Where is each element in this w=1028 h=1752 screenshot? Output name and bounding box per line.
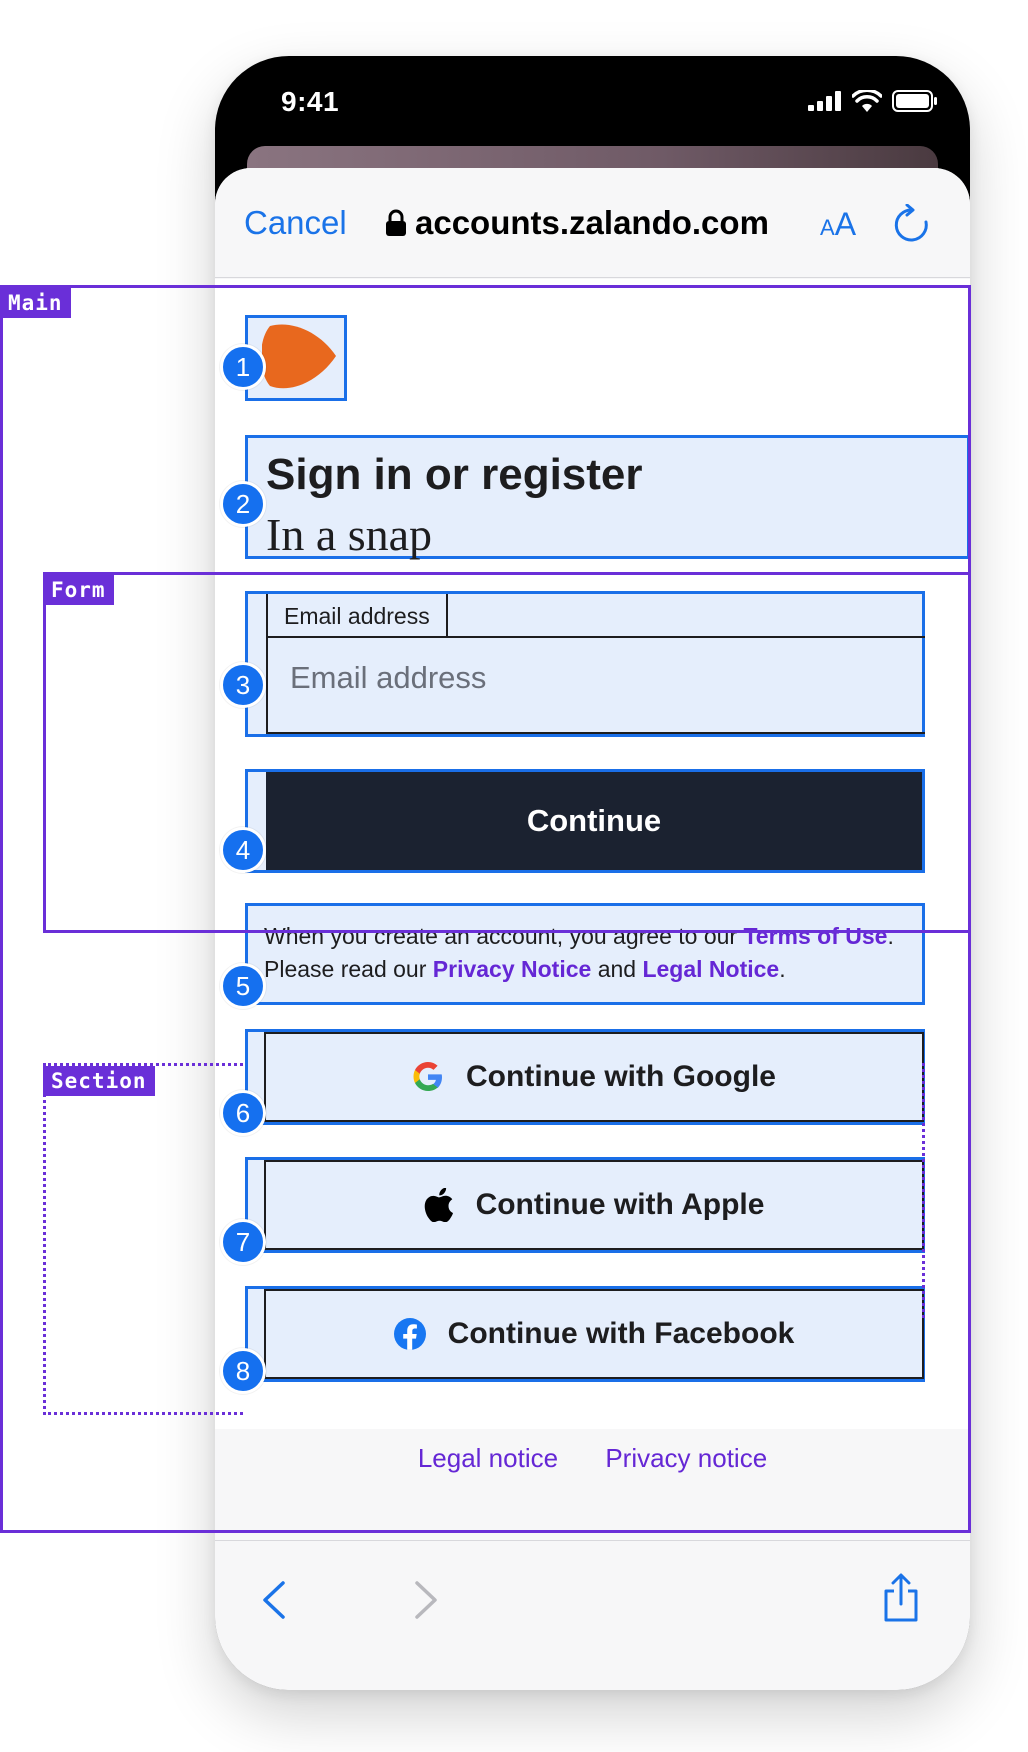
status-time: 9:41 (281, 86, 340, 117)
browser-toolbar (215, 1540, 970, 1690)
section-frame-right (922, 1063, 925, 1318)
forward-icon[interactable] (411, 1579, 441, 1621)
legal-notice-link[interactable]: Legal Notice (642, 956, 780, 982)
browser-sheet: Cancel accounts.zalando.com AA (215, 168, 970, 1690)
status-icons (808, 90, 938, 112)
wifi-icon (852, 90, 882, 112)
page-title: Sign in or register (266, 450, 643, 499)
badge-2: 2 (220, 481, 266, 527)
badge-1: 1 (220, 344, 266, 390)
page-content: Sign in or register In a snap Email addr… (215, 279, 970, 1473)
section-frame-label: Section (43, 1066, 155, 1096)
apple-button[interactable]: Continue with Apple (264, 1160, 924, 1250)
google-button-label: Continue with Google (466, 1060, 776, 1093)
lock-icon (386, 209, 406, 236)
facebook-button-label: Continue with Facebook (447, 1317, 795, 1350)
form-frame-label: Form (43, 575, 114, 605)
facebook-button[interactable]: Continue with Facebook (264, 1289, 924, 1379)
page-subtitle: In a snap (266, 509, 433, 560)
url-host-text: accounts.zalando.com (415, 204, 769, 241)
google-region: Continue with Google (245, 1029, 925, 1125)
email-divider (268, 636, 925, 638)
google-icon (413, 1062, 443, 1091)
main-frame-label: Main (0, 288, 71, 318)
facebook-region: Continue with Facebook (245, 1286, 925, 1382)
google-button[interactable]: Continue with Google (264, 1032, 924, 1122)
form-frame (43, 572, 971, 933)
badge-5: 5 (220, 963, 266, 1009)
badge-3: 3 (220, 662, 266, 708)
back-icon[interactable] (259, 1579, 289, 1621)
share-icon[interactable] (881, 1573, 921, 1623)
email-field-region: Email address (245, 591, 925, 737)
logo-region (245, 315, 347, 401)
battery-icon (892, 90, 937, 112)
signal-icon (808, 91, 841, 111)
footer-legal-link[interactable]: Legal notice (417, 1443, 559, 1473)
continue-region: Continue (245, 769, 925, 873)
url-bar: Cancel accounts.zalando.com AA (215, 168, 970, 278)
terms-link[interactable]: Terms of Use (743, 923, 888, 949)
facebook-icon (393, 1318, 426, 1350)
reload-icon[interactable] (893, 204, 931, 244)
continue-button[interactable]: Continue (266, 772, 922, 870)
legal-region: When you create an account, you agree to… (245, 903, 925, 1005)
apple-button-label: Continue with Apple (475, 1188, 765, 1221)
email-field[interactable]: Email address (266, 594, 925, 734)
legal-text: When you create an account, you agree to… (264, 923, 894, 982)
badge-7: 7 (220, 1219, 266, 1265)
address-display[interactable]: accounts.zalando.com (385, 204, 769, 242)
badge-6: 6 (220, 1090, 266, 1136)
section-frame (43, 1063, 243, 1415)
text-size-button[interactable]: AA (820, 206, 857, 242)
privacy-notice-link[interactable]: Privacy Notice (432, 956, 592, 982)
cancel-button[interactable]: Cancel (244, 204, 347, 241)
footer-privacy-link[interactable]: Privacy notice (605, 1443, 768, 1473)
heading-region: Sign in or register In a snap (245, 435, 970, 560)
email-input[interactable] (290, 660, 890, 696)
zalando-logo (262, 324, 336, 389)
apple-icon (424, 1188, 453, 1222)
apple-region: Continue with Apple (245, 1157, 925, 1253)
footer-links: Legal notice Privacy notice (215, 1443, 970, 1474)
email-label: Email address (268, 594, 448, 638)
badge-8: 8 (220, 1348, 266, 1394)
badge-4: 4 (220, 827, 266, 873)
phone-frame: 9:41 Cancel accounts. (215, 56, 970, 1690)
